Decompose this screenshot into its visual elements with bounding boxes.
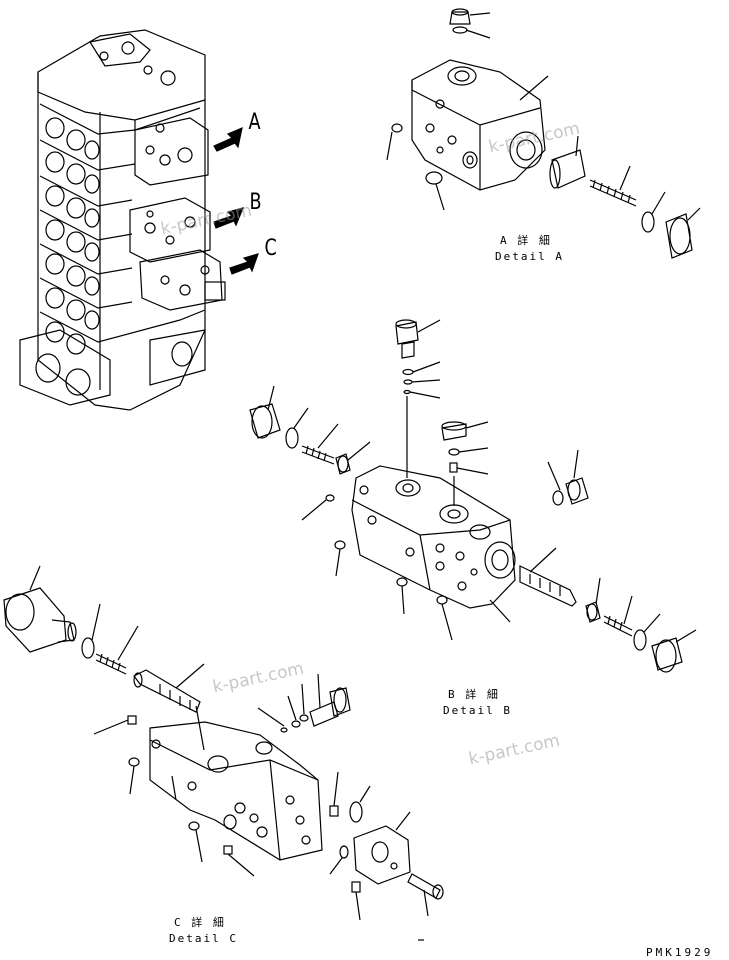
callout-a-label: A <box>248 110 261 135</box>
detail-c-caption-en: Detail C <box>169 932 238 945</box>
callout-c-label: C <box>264 236 277 261</box>
detail-b-parts <box>249 319 697 673</box>
detail-b-caption-en: Detail B <box>443 704 512 717</box>
detail-b-caption-jp: B 詳 細 <box>448 688 500 701</box>
control-valve-assembly <box>19 29 226 411</box>
callout-b-label: B <box>249 190 262 215</box>
detail-a-caption-en: Detail A <box>495 250 564 263</box>
detail-a-parts <box>386 8 701 259</box>
detail-c-parts <box>3 565 444 941</box>
detail-c-caption-jp: C 詳 細 <box>174 916 226 929</box>
detail-a-caption-jp: A 詳 細 <box>500 234 552 247</box>
drawing-code: PMK1929 <box>646 946 714 959</box>
callout-arrows <box>213 126 259 275</box>
